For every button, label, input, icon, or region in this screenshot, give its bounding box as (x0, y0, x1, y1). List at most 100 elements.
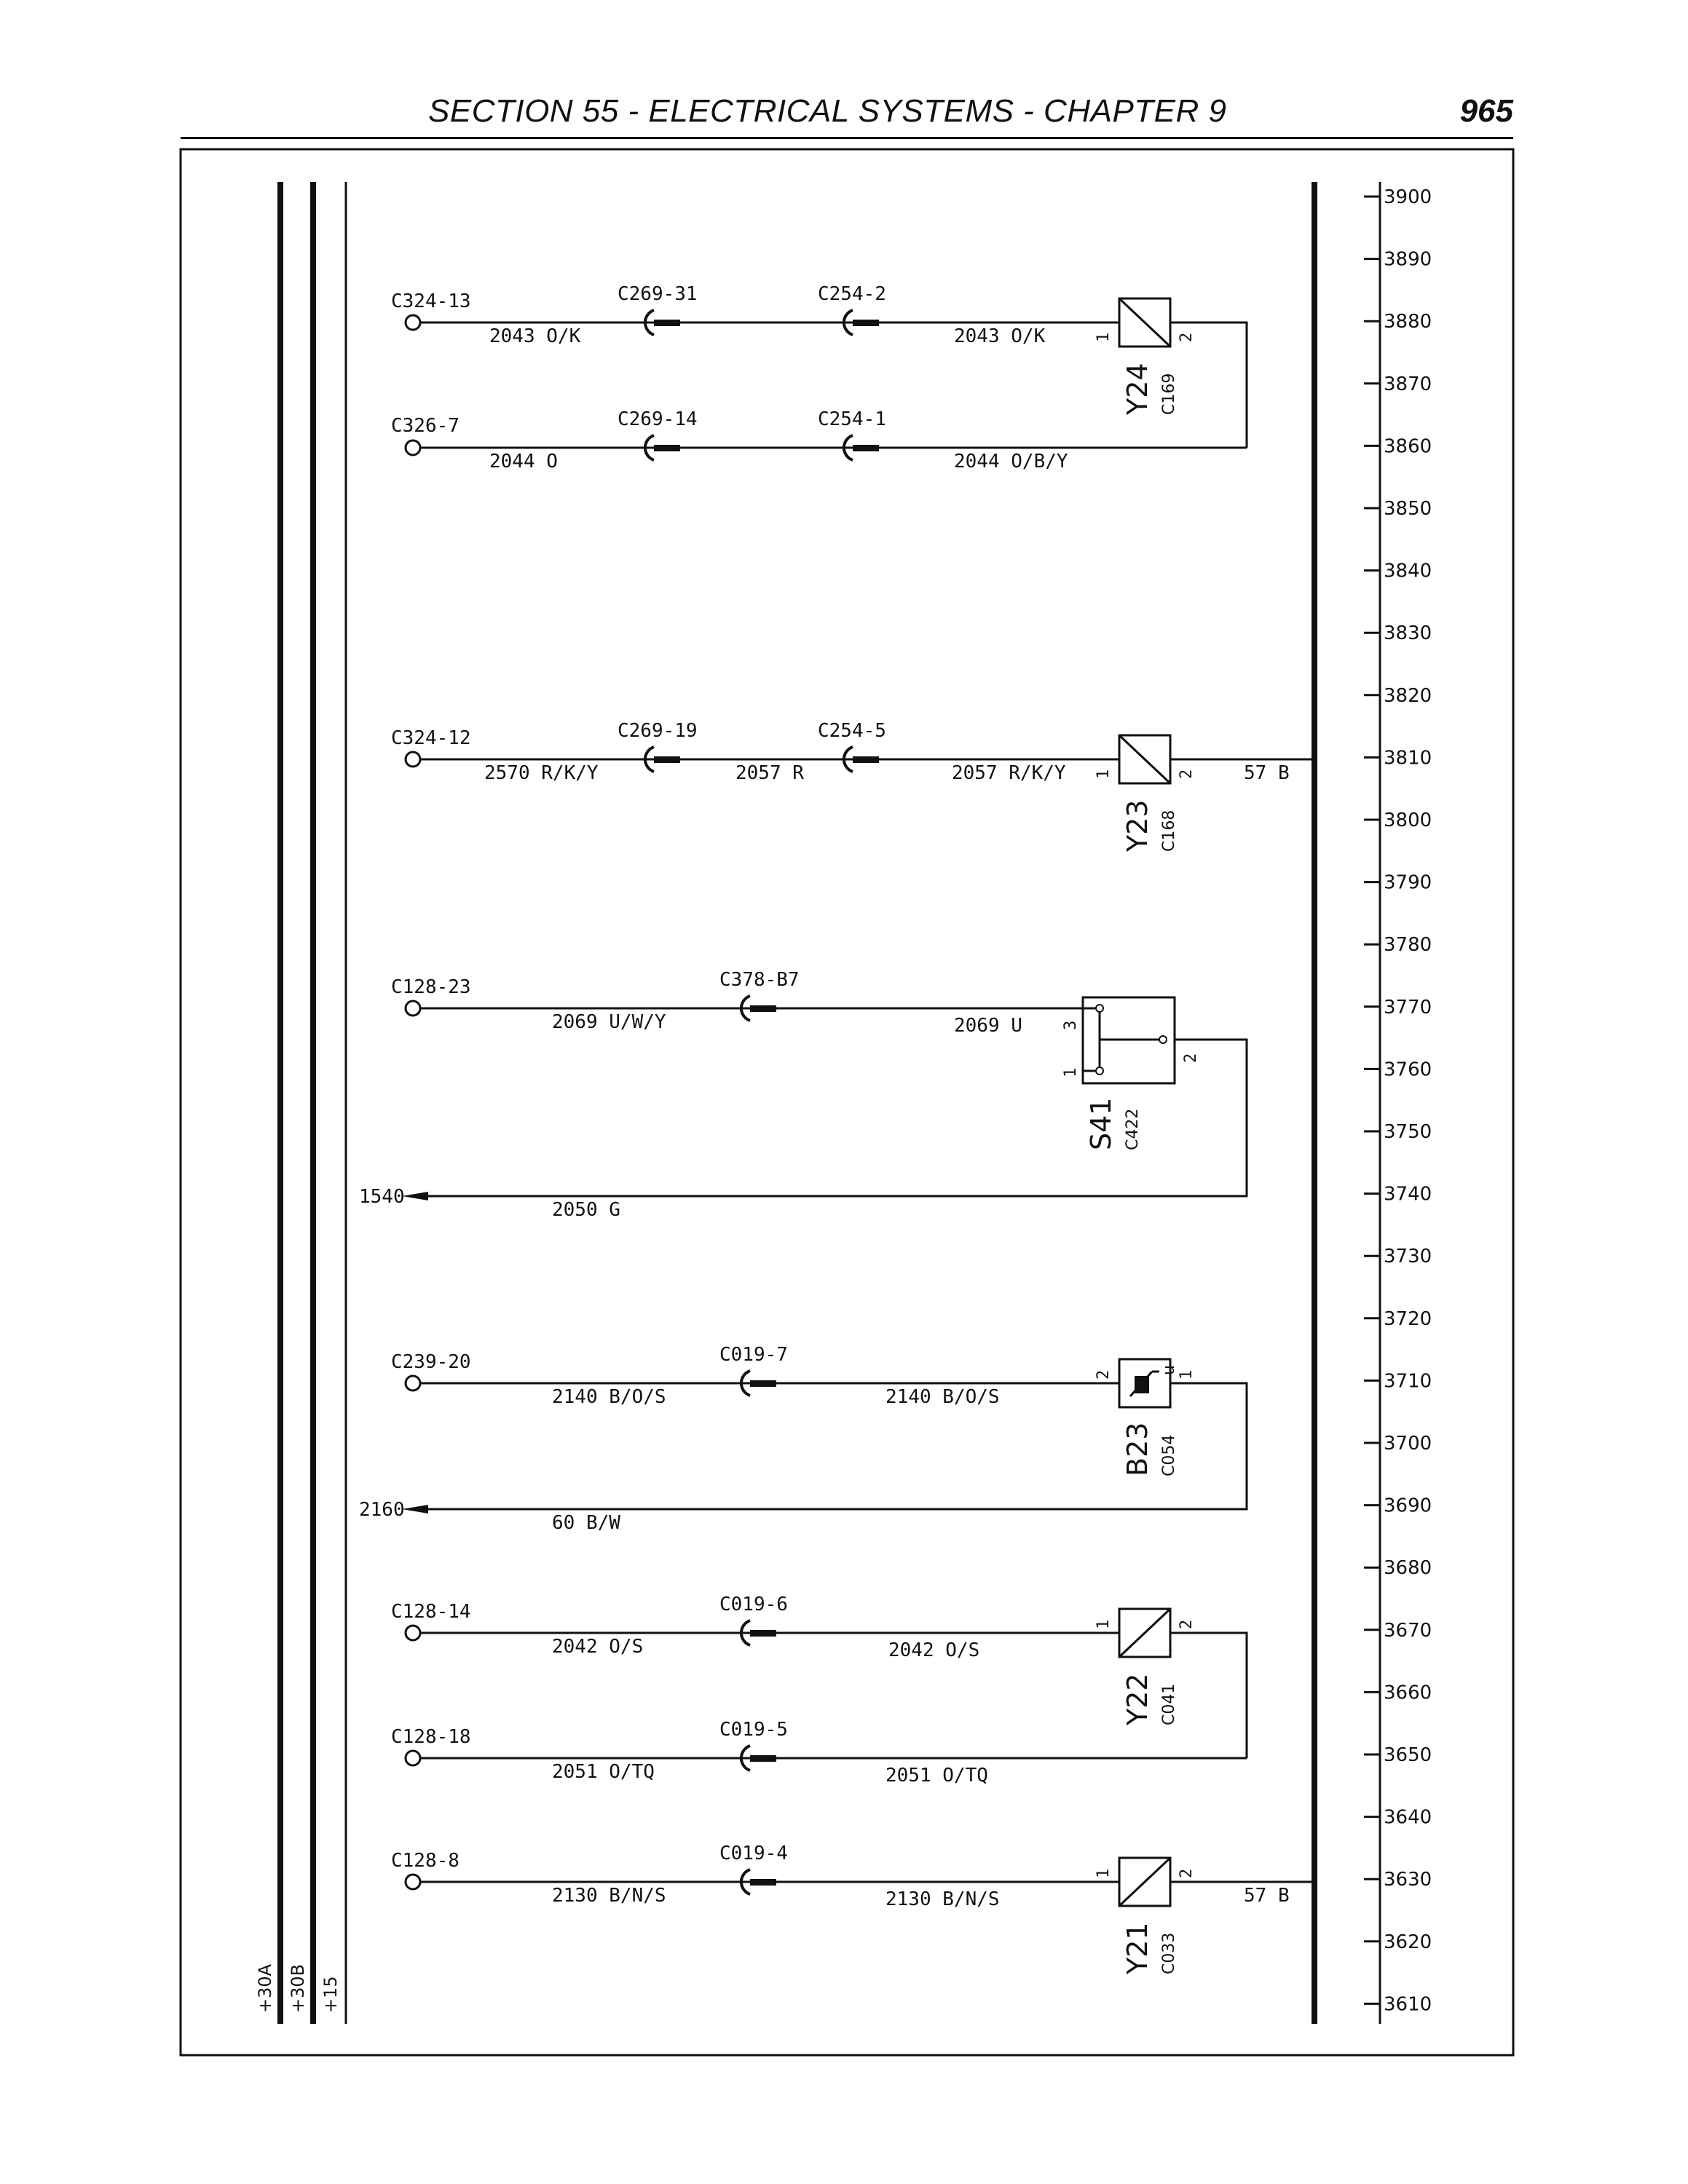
component-connector: C422 (1124, 1109, 1142, 1150)
scale-tick-label: 3720 (1384, 1308, 1432, 1330)
terminal-c128-14[interactable] (404, 1624, 422, 1642)
scale-tick-label: 3770 (1384, 997, 1432, 1018)
connector-c254-1 (842, 434, 879, 462)
solenoid-y22[interactable] (1118, 1607, 1172, 1658)
scale-tick-label: 3800 (1384, 810, 1432, 831)
header-rule (181, 137, 1513, 139)
terminal-c239-20[interactable] (404, 1374, 422, 1392)
connector-c019-5 (739, 1744, 776, 1772)
scale-tick-label: 3890 (1384, 249, 1432, 271)
circuit-y24: C324-13 2043 O/K 2043 O/K C269-31 C254-2… (391, 283, 1248, 472)
wire-label: 2069 U (954, 1015, 1022, 1037)
pin-label: 3 (1062, 1021, 1080, 1030)
pin-label: 2 (1178, 1869, 1196, 1878)
source-label: C324-12 (391, 727, 471, 749)
scale-tick-label: 3780 (1384, 934, 1432, 956)
scale-tick-label: 3810 (1384, 747, 1432, 769)
connector-c269-14 (643, 434, 680, 462)
terminal-c324-13[interactable] (404, 314, 422, 331)
connector-c019-7 (739, 1369, 776, 1397)
grid-scale: 3900389038803870386038503840383038203810… (1364, 182, 1432, 2024)
terminal-c128-23[interactable] (404, 1000, 422, 1017)
scale-tick-label: 3660 (1384, 1682, 1432, 1704)
scale-tick-label: 3690 (1384, 1495, 1432, 1517)
wire-label: 60 B/W (552, 1512, 620, 1534)
connector-label: C378-B7 (719, 969, 800, 991)
scale-tick-label: 3730 (1384, 1246, 1432, 1267)
wire-label: 2130 B/N/S (886, 1888, 1000, 1910)
pin-label: 1 (1095, 1620, 1113, 1629)
scale-tick-label: 3790 (1384, 872, 1432, 894)
scale-tick-label: 3630 (1384, 1869, 1432, 1891)
connector-label: C269-19 (618, 720, 698, 742)
circuit-y22: C128-14 2042 O/S 2042 O/S C019-6 C128-18… (391, 1594, 1248, 1787)
scale-tick-label: 3610 (1384, 1993, 1432, 2015)
circuit-b23: C239-20 2140 B/O/S 2140 B/O/S C019-7 n 2… (359, 1344, 1248, 1534)
wire-label: 2044 O/B/Y (954, 451, 1068, 472)
source-label: C128-14 (391, 1601, 471, 1623)
wire-label: 2140 B/O/S (552, 1386, 666, 1408)
wire-label: 2051 O/TQ (886, 1765, 988, 1787)
page-header: SECTION 55 - ELECTRICAL SYSTEMS - CHAPTE… (181, 87, 1513, 139)
wire-label: 2050 G (552, 1199, 620, 1221)
scale-tick-label: 3650 (1384, 1744, 1432, 1766)
pin-label: 2 (1095, 1370, 1113, 1380)
scale-tick-label: 3830 (1384, 622, 1432, 644)
component-connector: C033 (1160, 1933, 1178, 1974)
terminal-c128-8[interactable] (404, 1873, 422, 1891)
solenoid-y24[interactable] (1118, 297, 1172, 348)
connector-c019-4 (739, 1868, 776, 1896)
source-label: C324-13 (391, 290, 471, 312)
wire-label: 2043 O/K (954, 325, 1046, 347)
wire-y24-loop (1170, 321, 1248, 448)
arrow-2160 (402, 1505, 428, 1514)
source-label: C326-7 (391, 415, 460, 437)
scale-tick-label: 3750 (1384, 1121, 1432, 1143)
source-label: C128-23 (391, 976, 471, 998)
wire-label: 2570 R/K/Y (484, 762, 599, 784)
destination-label: 2160 (359, 1499, 405, 1521)
component-connector: C041 (1160, 1684, 1178, 1725)
wire-label: 2140 B/O/S (886, 1386, 1000, 1408)
scale-tick-label: 3840 (1384, 561, 1432, 582)
pin-label: 1 (1095, 1869, 1113, 1878)
connector-label: C269-14 (618, 408, 698, 430)
scale-tick-label: 3640 (1384, 1807, 1432, 1829)
source-label: C239-20 (391, 1351, 471, 1373)
sensor-symbol: n (1161, 1365, 1179, 1375)
scale-tick-label: 3700 (1384, 1433, 1432, 1455)
pin-label: 1 (1178, 1370, 1196, 1380)
component-id: B23 (1121, 1423, 1153, 1476)
source-label: C128-8 (391, 1850, 460, 1872)
rail-15-label: +15 (320, 1976, 341, 2013)
wire-y22-loop (1170, 1631, 1248, 1758)
diagram-frame (179, 148, 1515, 2057)
component-connector: C054 (1160, 1435, 1178, 1476)
connector-label: C254-2 (818, 283, 886, 305)
terminal-c326-7[interactable] (404, 439, 422, 456)
wire-label: 2057 R/K/Y (952, 762, 1066, 784)
component-id: Y22 (1121, 1673, 1153, 1726)
pin-label: 2 (1178, 333, 1196, 342)
page-number: 965 (1459, 93, 1513, 129)
switch-s41[interactable] (1081, 996, 1176, 1085)
component-id: Y23 (1121, 799, 1153, 852)
power-rails: +30A +30B +15 (255, 182, 347, 2024)
sensor-b23[interactable] (1118, 1358, 1172, 1409)
connector-c378-b7 (739, 994, 776, 1022)
pin-label: 2 (1178, 1620, 1196, 1629)
solenoid-y23[interactable] (1118, 734, 1172, 785)
wire-label: 2057 R (735, 762, 804, 784)
scale-tick-label: 3880 (1384, 311, 1432, 333)
wire-label: 57 B (1244, 762, 1290, 784)
terminal-c128-18[interactable] (404, 1749, 422, 1767)
wire-label: 57 B (1244, 1885, 1290, 1907)
circuit-y23: C324-12 2570 R/K/Y 2057 R 2057 R/K/Y C26… (391, 720, 1314, 852)
scale-tick-label: 3620 (1384, 1931, 1432, 1953)
terminal-c324-12[interactable] (404, 751, 422, 768)
circuit-s41: C128-23 2069 U/W/Y 2069 U C378-B7 1540 2… (359, 969, 1248, 1221)
solenoid-y21[interactable] (1118, 1856, 1172, 1907)
connector-label: C019-7 (719, 1344, 788, 1366)
connector-label: C019-4 (719, 1843, 788, 1864)
